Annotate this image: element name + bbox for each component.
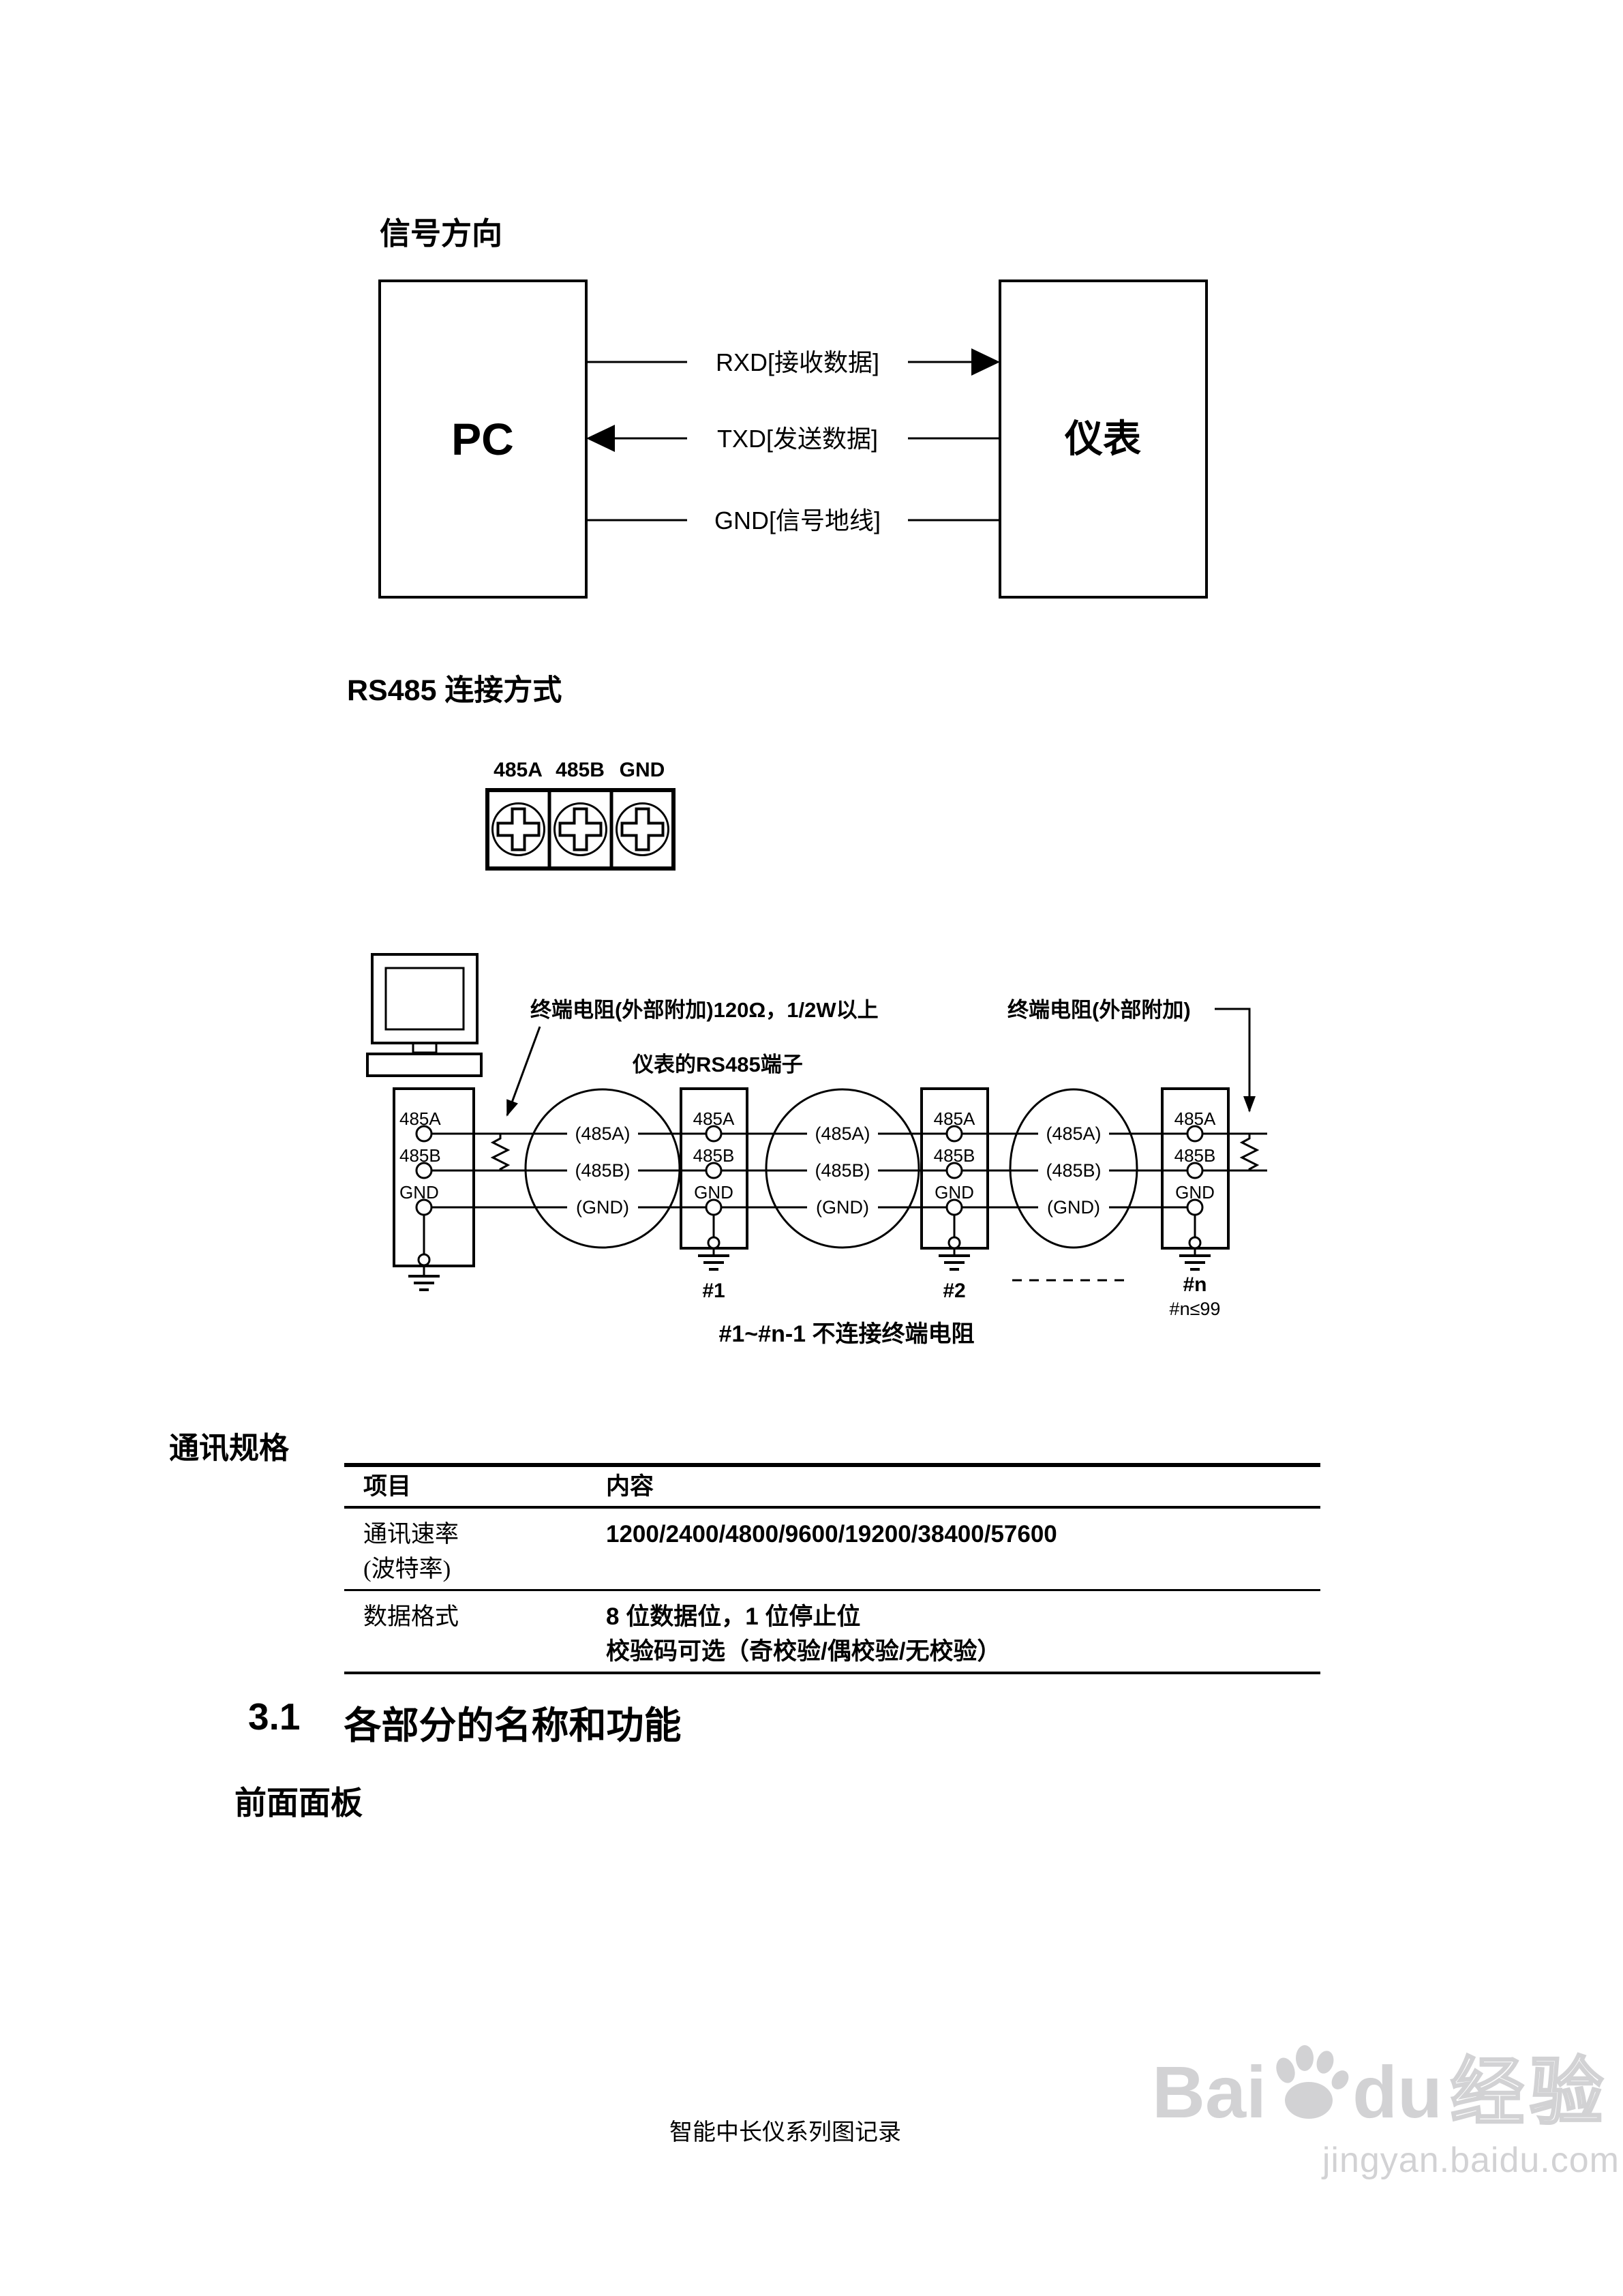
table-row: 通讯速率 (波特率) 1200/2400/4800/9600/19200/384… bbox=[344, 1509, 1320, 1591]
device-number-label: #2 bbox=[943, 1280, 965, 1302]
cable-label: (485A) bbox=[815, 1123, 870, 1144]
cell-line: 通讯速率 bbox=[363, 1521, 459, 1547]
baidu-watermark: Bai du 经验 jingyan.baidu.com bbox=[1152, 2042, 1622, 2181]
txd-label: TXD[发送数据] bbox=[717, 425, 878, 453]
terminal-label-485b: 485B bbox=[556, 759, 605, 781]
ground-icon bbox=[939, 1254, 970, 1271]
ground-icon bbox=[1179, 1254, 1211, 1271]
terminal-resistor-left bbox=[490, 1134, 511, 1170]
watermark-brand: Bai du 经验 bbox=[1152, 2042, 1622, 2133]
section-number: 3.1 bbox=[248, 1695, 301, 1738]
gnd-label: GND[信号地线] bbox=[714, 507, 881, 534]
comm-spec-table: 项目 内容 通讯速率 (波特率) 1200/2400/4800/9600/192… bbox=[344, 1463, 1320, 1674]
device-limit-note: #n≤99 bbox=[1170, 1299, 1221, 1319]
watermark-url: jingyan.baidu.com bbox=[1322, 2141, 1620, 2180]
rxd-label: RXD[接收数据] bbox=[716, 348, 879, 376]
pc-box: PC bbox=[378, 280, 588, 599]
section-heading: 3.1 各部分的名称和功能 bbox=[248, 1695, 681, 1749]
terminal-label-485a: 485A bbox=[494, 759, 543, 781]
terminal-label-gnd: GND bbox=[620, 759, 665, 781]
instrument-label: 仪表 bbox=[1064, 417, 1141, 460]
left-resistor-note: 终端电阻(外部附加)120Ω，1/2W以上 bbox=[530, 998, 879, 1022]
cell-line: 校验码可选（奇校验/偶校验/无校验） bbox=[606, 1638, 1001, 1665]
section-title: 各部分的名称和功能 bbox=[344, 1704, 682, 1747]
ground-icon bbox=[698, 1254, 729, 1271]
cell-line: (波特率) bbox=[363, 1556, 451, 1582]
pc-label: PC bbox=[451, 414, 514, 464]
table-cell-content: 8 位数据位，1 位停止位 校验码可选（奇校验/偶校验/无校验） bbox=[606, 1599, 1320, 1669]
signal-direction-title: 信号方向 bbox=[380, 216, 503, 251]
table-cell-content: 1200/2400/4800/9600/19200/38400/57600 bbox=[606, 1517, 1320, 1586]
signal-direction-diagram: PC 仪表 RXD[接收数据] TXD[发送数据] GND[信号地线] bbox=[378, 280, 1208, 599]
subsection-title: 前面面板 bbox=[234, 1785, 363, 1821]
rxd-wire: RXD[接收数据] bbox=[586, 344, 1000, 378]
device-number-label: #n bbox=[1183, 1273, 1207, 1296]
cable-label: (GND) bbox=[816, 1197, 869, 1218]
table-header-content: 内容 bbox=[606, 1473, 654, 1500]
comm-spec-heading: 通讯规格 bbox=[169, 1432, 289, 1465]
txd-wire: TXD[发送数据] bbox=[586, 421, 1000, 455]
page-footer: 智能中长仪系列图记录 bbox=[669, 2120, 901, 2145]
table-cell-item: 数据格式 bbox=[344, 1599, 606, 1669]
screw-terminal-icon bbox=[553, 802, 607, 856]
computer-icon bbox=[366, 953, 483, 1077]
device-number-label: #1 bbox=[702, 1280, 725, 1302]
rs485-heading: RS485 连接方式 bbox=[347, 674, 562, 707]
screw-terminal-icon bbox=[491, 802, 545, 856]
port-note: 仪表的RS485端子 bbox=[632, 1053, 803, 1076]
cable-label: (485B) bbox=[815, 1160, 870, 1181]
cell-line: 数据格式 bbox=[363, 1603, 459, 1630]
host-terminal-box: 485A 485B GND bbox=[393, 1087, 475, 1291]
cable-label: (485B) bbox=[1046, 1160, 1101, 1181]
wire-label: GND bbox=[399, 1182, 439, 1203]
cell-line: 1200/2400/4800/9600/19200/38400/57600 bbox=[606, 1521, 1057, 1547]
rs485-wiring-diagram: (485A) (485B) (GND) (485A) (485B) (GND) … bbox=[366, 953, 1267, 1347]
left-resistor-arrow bbox=[506, 1026, 541, 1117]
cable-label: (485A) bbox=[1046, 1123, 1101, 1144]
screw-terminal-icon bbox=[616, 802, 669, 856]
watermark-brand-suffix: du bbox=[1352, 2051, 1443, 2133]
device-box-2: 485A 485B GND #2 bbox=[920, 1087, 989, 1302]
cable-label: (GND) bbox=[576, 1197, 629, 1218]
cable-labels: (485A) (485B) (GND) (485A) (485B) (GND) … bbox=[567, 1122, 1109, 1219]
txd-arrow-icon bbox=[586, 425, 615, 452]
right-resistor-note: 终端电阻(外部附加) bbox=[1007, 998, 1191, 1022]
right-resistor-arrow bbox=[1215, 1008, 1256, 1113]
diagram-caption: #1~#n-1 不连接终端电阻 bbox=[718, 1321, 974, 1347]
gnd-wire: GND[信号地线] bbox=[586, 502, 1000, 537]
cable-label: (485A) bbox=[575, 1123, 630, 1144]
table-row: 数据格式 8 位数据位，1 位停止位 校验码可选（奇校验/偶校验/无校验） bbox=[344, 1591, 1320, 1672]
ground-icon bbox=[408, 1275, 440, 1291]
terminal-resistor-right bbox=[1239, 1134, 1260, 1170]
device-box-n: 485A 485B GND #n #n≤99 bbox=[1161, 1087, 1230, 1319]
cell-line: 8 位数据位，1 位停止位 bbox=[606, 1603, 861, 1630]
table-header-row: 项目 内容 bbox=[344, 1467, 1320, 1509]
watermark-brand-cn: 经验 bbox=[1450, 2051, 1609, 2133]
cable-label: (GND) bbox=[1047, 1197, 1100, 1218]
instrument-box: 仪表 bbox=[999, 280, 1208, 599]
rxd-arrow-icon bbox=[971, 348, 1000, 376]
watermark-brand-prefix: Bai bbox=[1152, 2051, 1267, 2133]
rs485-terminal-block: 485A 485B GND bbox=[485, 759, 676, 871]
wire-label: 485B bbox=[399, 1145, 441, 1166]
device-box-1: 485A 485B GND #1 bbox=[680, 1087, 748, 1302]
paw-icon bbox=[1276, 2045, 1349, 2119]
table-header-item: 项目 bbox=[363, 1473, 412, 1500]
cable-label: (485B) bbox=[575, 1160, 630, 1181]
wire-label: 485A bbox=[399, 1108, 441, 1129]
table-cell-item: 通讯速率 (波特率) bbox=[344, 1517, 606, 1586]
